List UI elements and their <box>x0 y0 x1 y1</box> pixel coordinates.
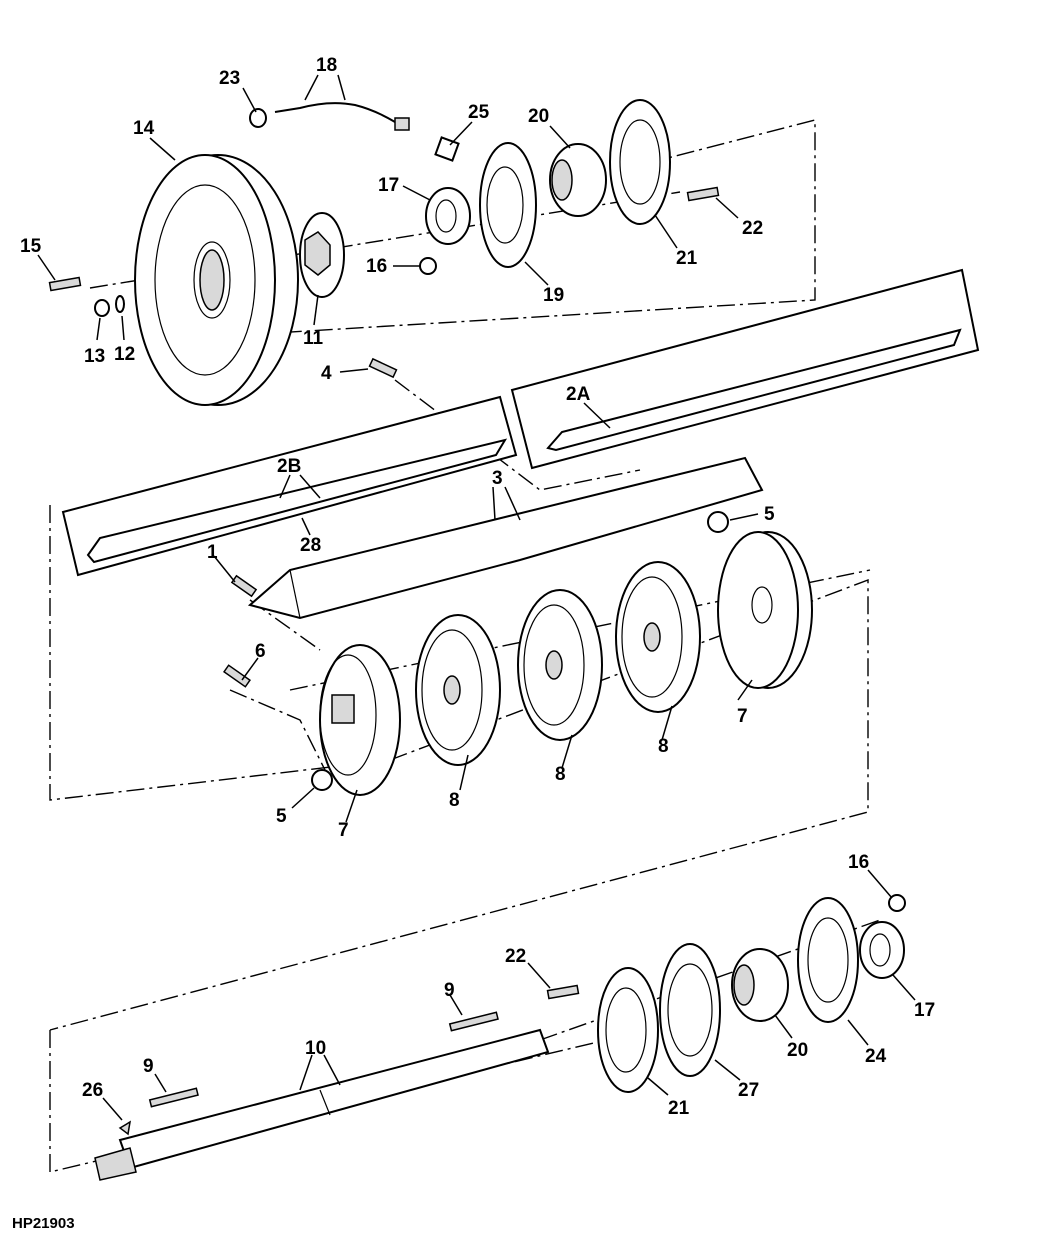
key-part-9-right <box>448 1011 499 1032</box>
bolt-part-6 <box>223 664 251 688</box>
callout-12: 12 <box>114 344 135 365</box>
callout-26: 26 <box>82 1080 103 1101</box>
callout-18: 18 <box>316 55 337 76</box>
callout-9-right: 9 <box>444 980 455 1001</box>
plate-part-27 <box>659 943 721 1077</box>
flange-part-21-bottom <box>597 967 659 1093</box>
leader-lines <box>37 74 916 1121</box>
pin-part-26 <box>118 1120 132 1136</box>
callout-20-bottom: 20 <box>787 1040 808 1061</box>
callout-15: 15 <box>20 236 42 257</box>
wheel-part-8-c <box>615 561 701 713</box>
bearing-part-17-top <box>425 187 471 245</box>
callout-19: 19 <box>543 285 564 306</box>
nut-part-23 <box>249 108 267 128</box>
callout-27: 27 <box>738 1080 759 1101</box>
callout-22-top: 22 <box>742 218 763 239</box>
callout-25: 25 <box>468 102 490 123</box>
callout-1: 1 <box>207 542 218 563</box>
callout-9-left: 9 <box>143 1056 154 1077</box>
callout-6: 6 <box>255 641 266 662</box>
callout-22-bottom: 22 <box>505 946 526 967</box>
callout-16-top: 16 <box>366 256 387 277</box>
callout-28: 28 <box>300 535 321 556</box>
flywheel-part-14 <box>134 154 299 406</box>
hose-part-18 <box>274 102 410 131</box>
washer-part-12 <box>115 295 125 313</box>
wheel-part-8-a <box>415 614 501 766</box>
end-disc-part-7-right <box>717 531 813 689</box>
callout-5-lower: 5 <box>276 806 287 827</box>
knife-box-2A <box>510 268 980 470</box>
callout-10: 10 <box>305 1038 326 1059</box>
bearing-part-20-top <box>549 143 607 217</box>
callout-14: 14 <box>133 118 155 139</box>
callout-7-left: 7 <box>338 820 349 841</box>
rail-part-3 <box>247 456 764 620</box>
callout-2B: 2B <box>277 456 301 477</box>
callout-8-b: 8 <box>555 764 566 785</box>
callout-8-a: 8 <box>449 790 460 811</box>
bolt-part-22-bottom <box>546 984 580 1000</box>
shaft-part-10 <box>94 1028 550 1181</box>
callout-8-c: 8 <box>658 736 669 757</box>
callout-17-bottom: 17 <box>914 1000 935 1021</box>
hub-part-11 <box>299 212 345 298</box>
nut-part-5-upper <box>707 511 729 533</box>
bolt-part-22-top <box>686 186 720 202</box>
knife-box-2B <box>61 395 518 577</box>
callout-5-upper: 5 <box>764 504 775 525</box>
nut-part-16-top <box>419 257 437 275</box>
flange-part-21-top <box>609 99 671 225</box>
bearing-part-17-bottom <box>859 921 905 979</box>
bolt-part-1 <box>230 574 258 598</box>
callout-21-top: 21 <box>676 248 698 269</box>
flange-part-19 <box>479 142 537 268</box>
callout-2A: 2A <box>566 384 591 405</box>
callout-20-top: 20 <box>528 106 549 127</box>
callout-16-bottom: 16 <box>848 852 869 873</box>
callout-7-right: 7 <box>737 706 748 727</box>
callout-23: 23 <box>219 68 240 89</box>
callout-4: 4 <box>321 363 332 384</box>
bolt-part-15 <box>48 276 82 292</box>
callout-24: 24 <box>865 1046 887 1067</box>
group-outline-bottom <box>49 1030 641 1173</box>
flange-part-24 <box>797 897 859 1023</box>
nut-part-13 <box>94 299 110 317</box>
callout-21-bottom: 21 <box>668 1098 690 1119</box>
nut-part-5-lower <box>311 769 333 791</box>
bolt-part-4 <box>368 357 398 379</box>
end-wheel-part-7-left <box>319 644 401 796</box>
bolt-link-line <box>229 599 331 781</box>
key-part-9-left <box>148 1087 199 1108</box>
callout-13: 13 <box>84 346 105 367</box>
wheel-part-8-b <box>517 589 603 741</box>
nut-part-16-bottom <box>888 894 906 912</box>
callout-17-top: 17 <box>378 175 399 196</box>
bearing-part-20-bottom <box>731 948 789 1022</box>
group-outline-top <box>159 119 816 341</box>
figure-id: HP21903 <box>12 1215 75 1232</box>
rail-link-line <box>394 379 641 491</box>
callout-11: 11 <box>303 328 324 349</box>
fitting-part-25 <box>434 136 460 162</box>
callout-3: 3 <box>492 468 503 489</box>
